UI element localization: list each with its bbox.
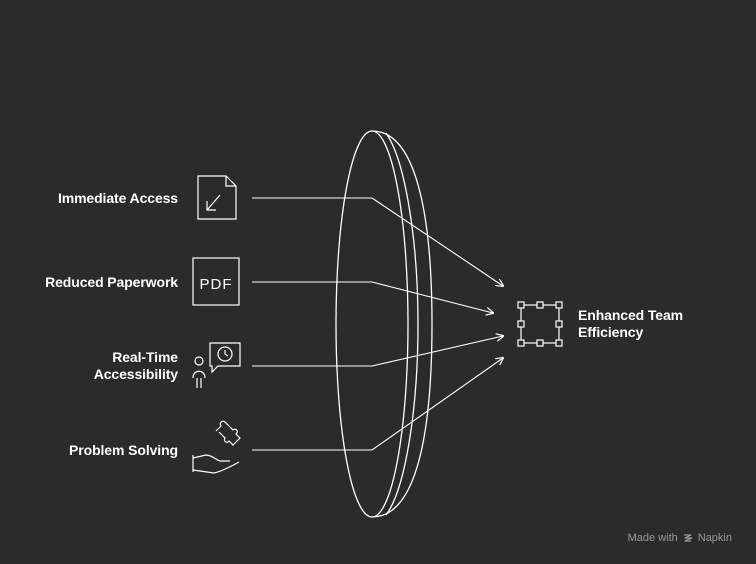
hand-puzzle-icon (192, 420, 241, 474)
label-reduced-paperwork: Reduced Paperwork (45, 274, 178, 290)
connector-real-time-accessibility (252, 336, 503, 367)
label-real-time-accessibility: Real-Time Accessibility (93, 349, 178, 382)
label-immediate-access: Immediate Access (57, 190, 178, 206)
napkin-brand-text: Napkin (697, 532, 732, 544)
selection-frame-icon (517, 301, 563, 347)
connector-reduced-paperwork (252, 281, 493, 313)
made-with-napkin-footer: Made with Napkin (628, 532, 732, 544)
document-arrow-icon (197, 175, 237, 220)
connector-problem-solving (252, 358, 503, 451)
person-clock-icon (192, 342, 241, 388)
lens-shape (335, 130, 433, 518)
label-problem-solving: Problem Solving (69, 442, 178, 458)
connector-lines (252, 197, 503, 451)
pdf-icon: PDF (192, 257, 240, 306)
svg-text:PDF: PDF (200, 276, 233, 293)
napkin-logo-icon (683, 534, 693, 542)
made-with-text: Made with (627, 532, 678, 544)
connector-immediate-access (252, 197, 503, 286)
label-enhanced-team-efficiency: Enhanced Team Efficiency (578, 307, 684, 340)
